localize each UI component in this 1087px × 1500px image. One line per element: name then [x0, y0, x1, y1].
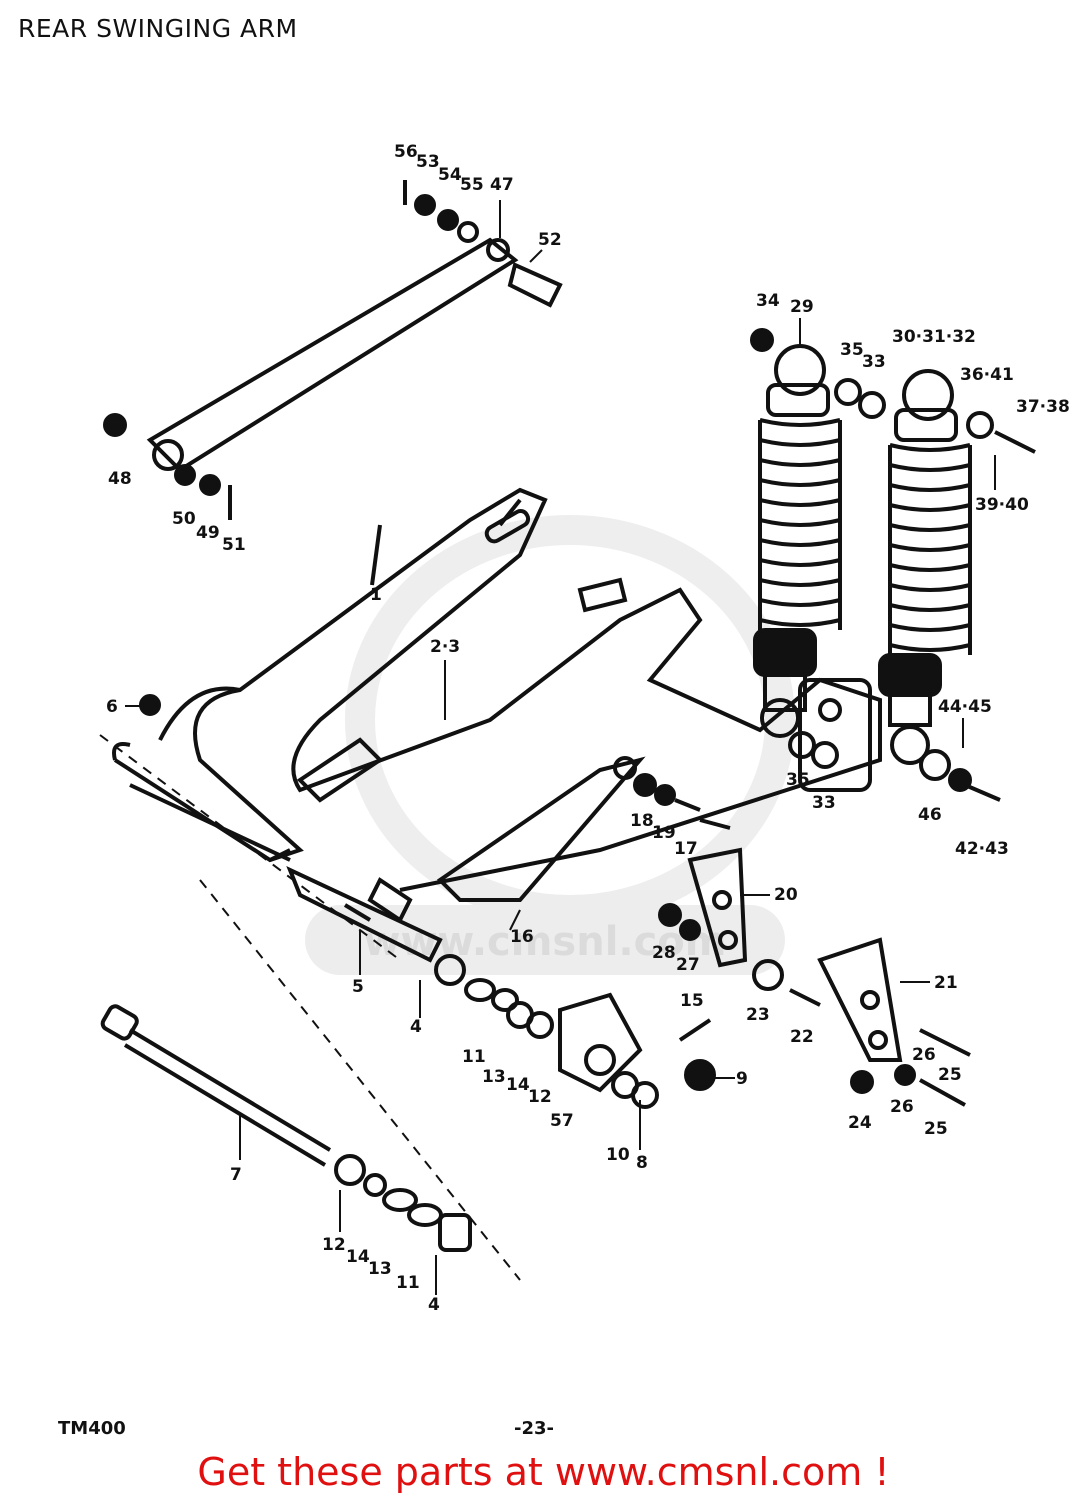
part-label: 44·45 [938, 697, 992, 717]
part-label: 4 [428, 1295, 440, 1315]
part-label: 10 [606, 1145, 630, 1165]
part-label: 5 [352, 977, 364, 997]
part-label: 1 [370, 585, 382, 605]
part-label: 16 [510, 927, 534, 947]
part-label: 52 [538, 230, 562, 250]
part-label: 8 [636, 1153, 648, 1173]
part-label: 53 [416, 152, 440, 172]
part-label: 26 [890, 1097, 914, 1117]
part-label: 35 [840, 340, 864, 360]
part-label: 4 [410, 1017, 422, 1037]
part-label: 49 [196, 523, 220, 543]
part-label: 29 [790, 297, 814, 317]
part-label: 22 [790, 1027, 814, 1047]
part-label: 39·40 [975, 495, 1029, 515]
part-label: 33 [862, 352, 886, 372]
part-label: 2·3 [430, 637, 460, 657]
part-label: 30·31·32 [892, 327, 976, 347]
part-label: 12 [322, 1235, 346, 1255]
page-title: REAR SWINGING ARM [18, 14, 298, 43]
part-label: 12 [528, 1087, 552, 1107]
part-label: 47 [490, 175, 514, 195]
part-label: 23 [746, 1005, 770, 1025]
part-label: 37·38 [1016, 397, 1070, 417]
part-label: 34 [756, 291, 780, 311]
part-label: 6 [106, 697, 118, 717]
part-label: 51 [222, 535, 246, 555]
part-label: 21 [934, 973, 958, 993]
part-label: 19 [652, 823, 676, 843]
part-label: 28 [652, 943, 676, 963]
part-label: 46 [918, 805, 942, 825]
pivot-shaft-assembly [99, 734, 659, 1281]
part-label: 14 [346, 1247, 370, 1267]
part-label: 35 [786, 770, 810, 790]
part-label: 13 [482, 1067, 506, 1087]
torque-link-bar [103, 180, 563, 520]
part-label: 57 [550, 1111, 574, 1131]
part-label: 17 [674, 839, 698, 859]
part-label: 54 [438, 165, 462, 185]
part-label: 9 [736, 1069, 748, 1089]
part-label: 11 [396, 1273, 420, 1293]
part-label: 25 [938, 1065, 962, 1085]
right-rear-shock [878, 369, 1036, 802]
part-label: 18 [630, 811, 654, 831]
left-rear-shock [750, 328, 886, 738]
part-label: 27 [676, 955, 700, 975]
part-label: 50 [172, 509, 196, 529]
pivot-through-bolt [100, 1004, 472, 1252]
part-label: 24 [848, 1113, 872, 1133]
part-label: 26 [912, 1045, 936, 1065]
part-label: 33 [812, 793, 836, 813]
part-label: 7 [230, 1165, 242, 1185]
part-label: 42·43 [955, 839, 1009, 859]
part-label: 15 [680, 991, 704, 1011]
part-label: 25 [924, 1119, 948, 1139]
part-label: 48 [108, 469, 132, 489]
part-label: 11 [462, 1047, 486, 1067]
part-label: 56 [394, 142, 418, 162]
part-label: 14 [506, 1075, 530, 1095]
part-label: 55 [460, 175, 484, 195]
cta-link[interactable]: Get these parts at www.cmsnl.com ! [197, 1450, 890, 1494]
part-number-labels: 56 53 54 55 47 52 34 29 30·31·32 35 33 3… [106, 142, 1070, 1315]
page-number: -23- [514, 1418, 554, 1439]
part-label: 20 [774, 885, 798, 905]
leader-lines [125, 200, 996, 1295]
model-code: TM400 [58, 1418, 126, 1439]
part-label: 36·41 [960, 365, 1014, 385]
part-label: 13 [368, 1259, 392, 1279]
suspension-linkage [436, 756, 971, 1107]
